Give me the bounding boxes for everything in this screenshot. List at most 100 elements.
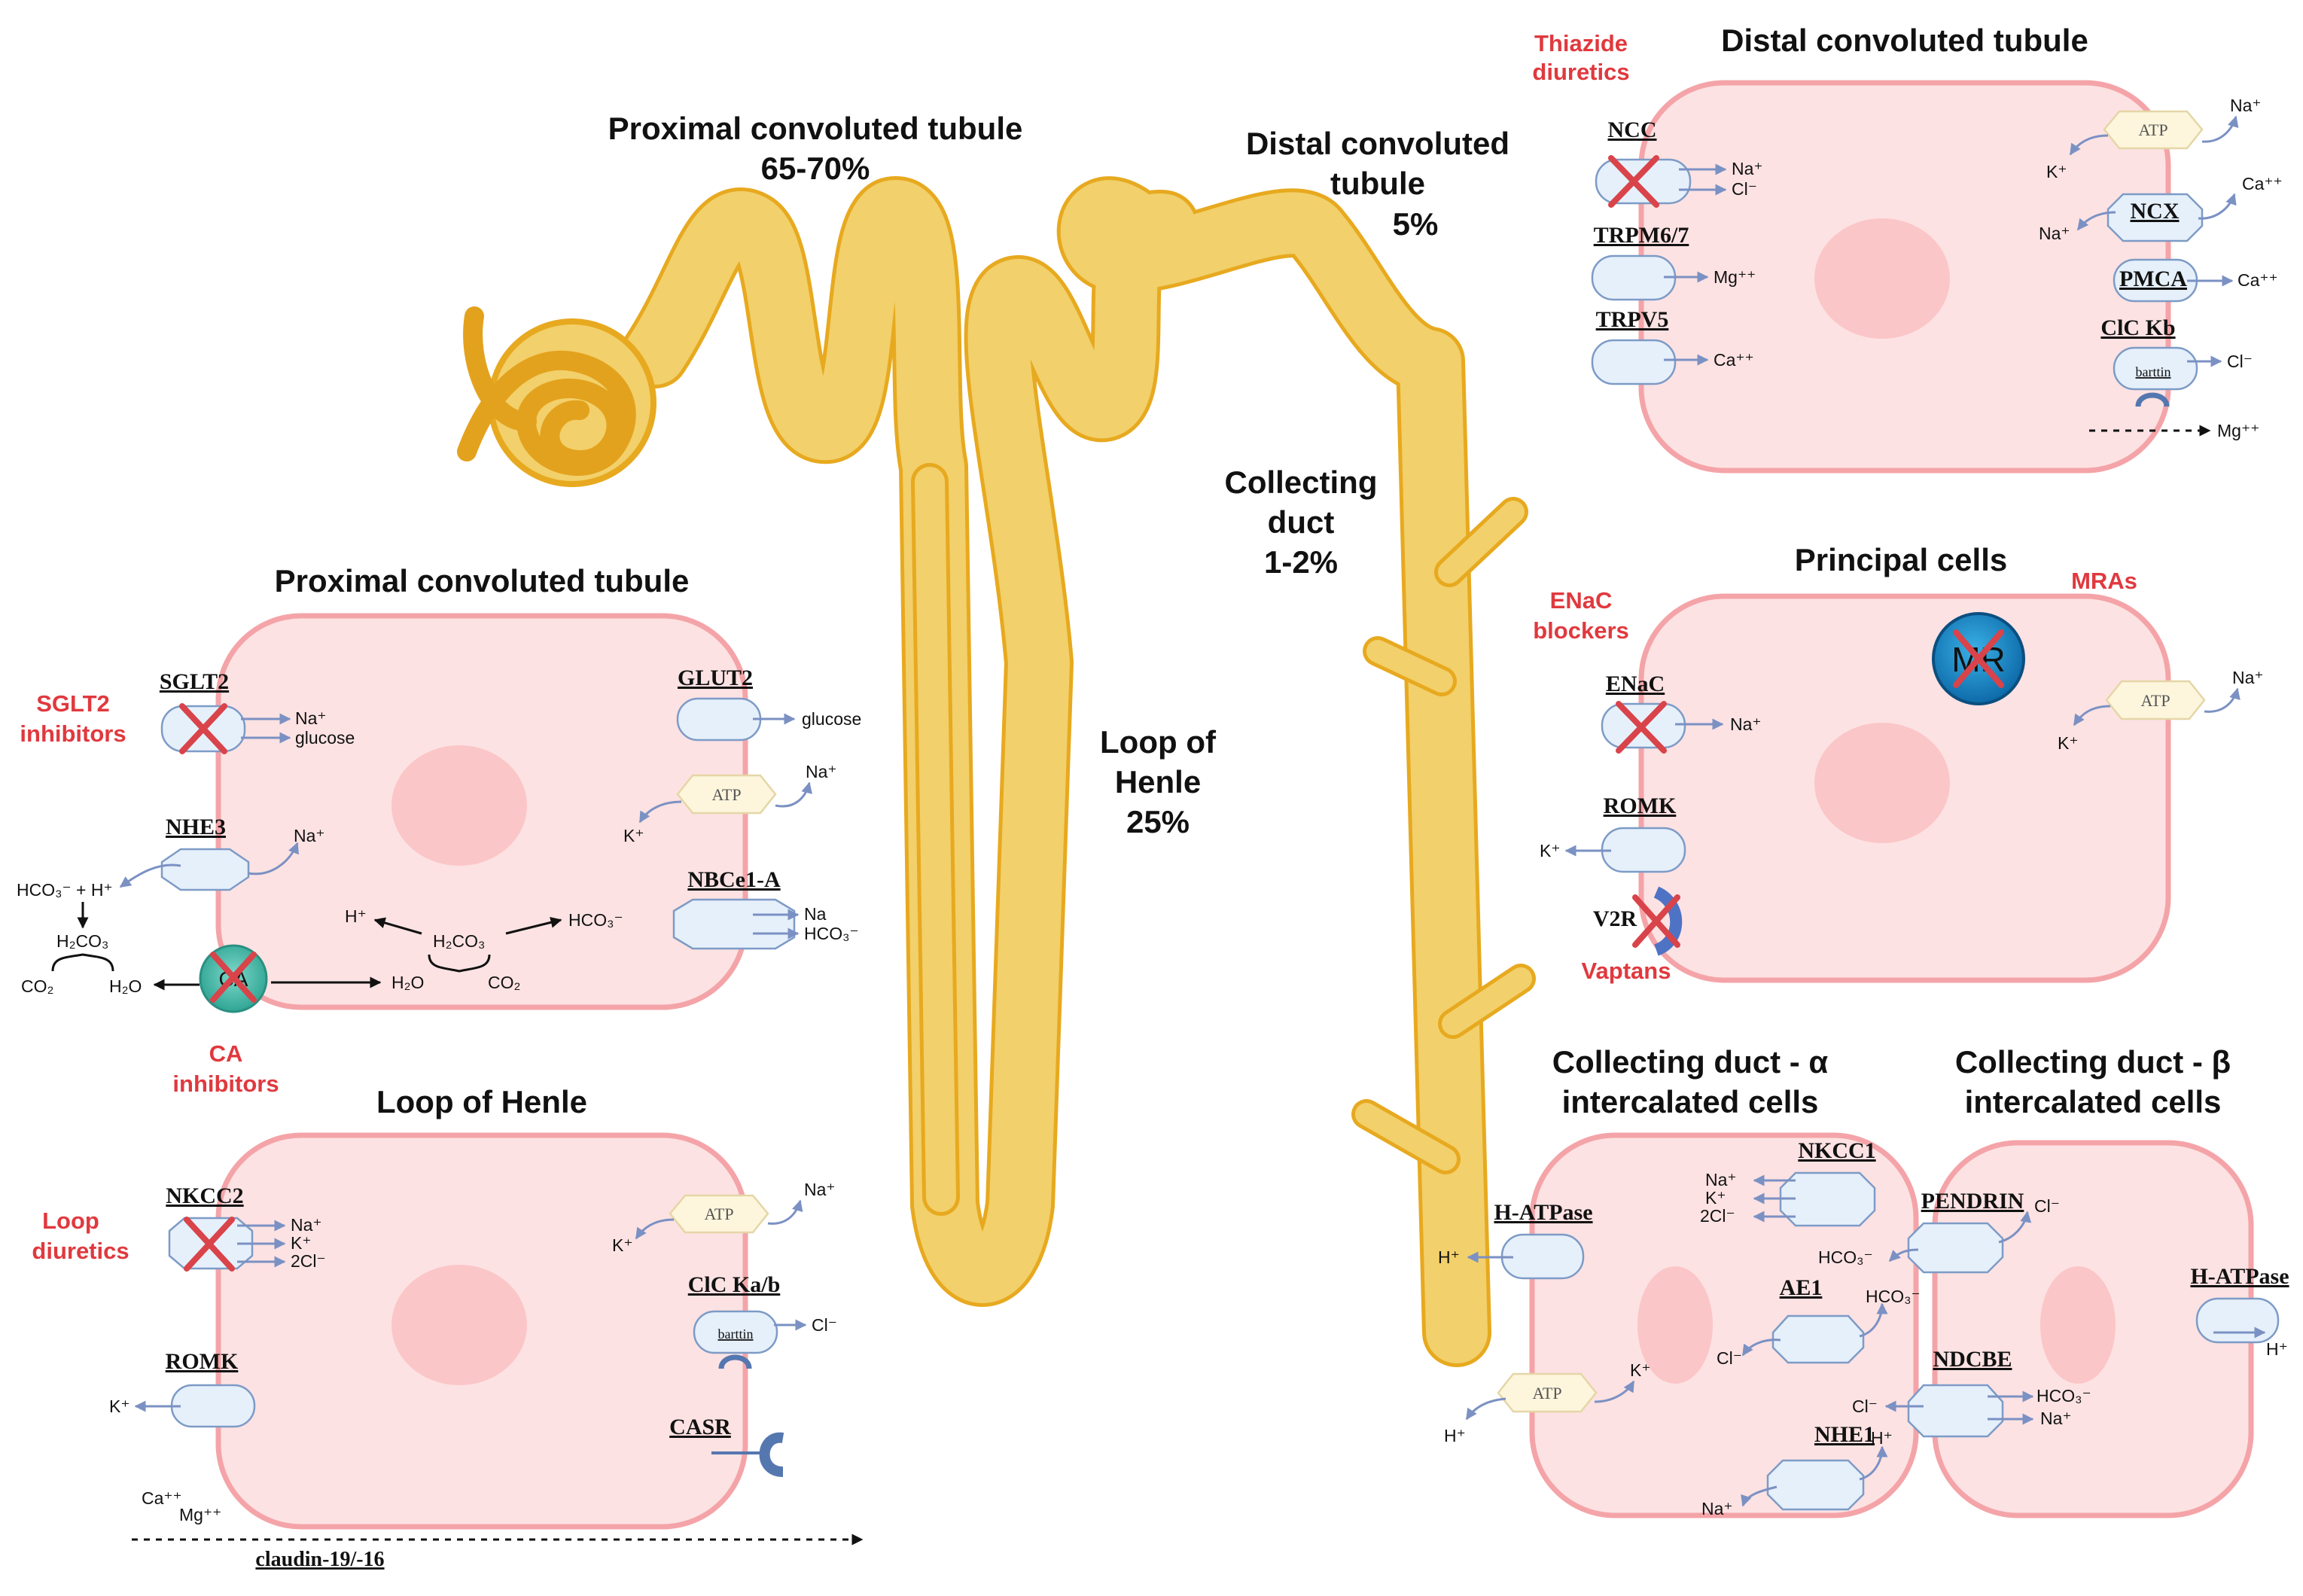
nbce1a-transporter — [672, 898, 796, 950]
dct-segment-title-line2: tubule — [1330, 166, 1425, 201]
pct-atp-na: Na⁺ — [806, 762, 837, 781]
cell-brace — [428, 954, 491, 973]
cell-h2o: H₂O — [391, 973, 424, 992]
loh-para-ca: Ca⁺⁺ — [142, 1488, 182, 1508]
dct-segment-percent: 5% — [1393, 206, 1439, 242]
alpha-h-k-atpase — [1497, 1372, 1598, 1413]
sglt2-inhibitors-label-line1: SGLT2 — [36, 690, 110, 717]
dct-segment-title-line1: Distal convoluted — [1246, 126, 1509, 161]
mr-block-x-icon — [1953, 629, 2004, 688]
loh-barttin-subunit — [718, 1354, 752, 1369]
trpm-mg: Mg⁺⁺ — [1714, 267, 1756, 287]
ncc-label: NCC — [1608, 117, 1657, 142]
ncc-transporter — [1595, 158, 1692, 205]
dct-cell-panel: Distal convoluted tubule Thiazide diuret… — [1532, 23, 2283, 474]
loh-romk-k: K⁺ — [109, 1396, 129, 1416]
principal-atp-na: Na⁺ — [2232, 668, 2264, 687]
cd-segment-title-line2: duct — [1268, 504, 1335, 540]
nbce1a-hco3: HCO₃⁻ — [804, 924, 859, 943]
pendrin-cl: Cl⁻ — [2034, 1196, 2060, 1216]
pmca-label: PMCA — [2119, 267, 2187, 291]
nkcc2-cl: 2Cl⁻ — [291, 1251, 326, 1271]
v2r-label: V2R — [1593, 906, 1637, 931]
pct-segment-title: Proximal convoluted tubule — [608, 111, 1023, 146]
cell-h: H⁺ — [345, 906, 367, 926]
trpv5-channel — [1591, 339, 1677, 385]
loop-diuretics-label-line2: diuretics — [32, 1238, 129, 1264]
sglt2-glucose: glucose — [295, 728, 355, 748]
alpha-hatpase-label: H-ATPase — [1494, 1200, 1592, 1225]
ncx-na: Na⁺ — [2039, 224, 2070, 243]
principal-atp-label: ATP — [2140, 691, 2170, 710]
ncc-na: Na⁺ — [1732, 159, 1763, 178]
ncc-block-x-icon — [1608, 155, 1659, 208]
principal-romk-label: ROMK — [1604, 793, 1677, 818]
enac-na: Na⁺ — [1730, 714, 1762, 734]
thiazide-label-line1: Thiazide — [1534, 30, 1628, 56]
glut2-glucose: glucose — [802, 709, 861, 729]
nkcc1-na: Na⁺ — [1705, 1170, 1737, 1189]
ndcbe-na: Na⁺ — [2040, 1409, 2072, 1428]
ca-inhibitors-label-line2: inhibitors — [172, 1071, 279, 1097]
cd-segment-title-line1: Collecting — [1224, 464, 1377, 500]
lumen-hco3-h: HCO₃⁻ + H⁺ — [17, 880, 113, 900]
sglt2-block-x-icon — [179, 703, 227, 754]
ae1-cl: Cl⁻ — [1717, 1348, 1742, 1368]
ncx-ca: Ca⁺⁺ — [2242, 174, 2283, 193]
pendrin-hco3: HCO₃⁻ — [1818, 1247, 1873, 1267]
beta-cell-panel: Collecting duct - β intercalated cells P… — [1818, 1044, 2289, 1518]
alpha-cell-title-line1: Collecting duct - α — [1552, 1044, 1829, 1080]
alpha-atp-h: H⁺ — [1444, 1426, 1466, 1445]
dct-atp-na: Na⁺ — [2230, 96, 2262, 115]
cd-segment-percent: 1-2% — [1264, 544, 1338, 580]
ca-block-x-icon — [210, 952, 257, 1003]
lumen-co2: CO₂ — [21, 976, 53, 996]
sglt2-na: Na⁺ — [295, 708, 327, 728]
loh-clc-cl: Cl⁻ — [812, 1315, 837, 1335]
enac-block-x-icon — [1616, 701, 1667, 754]
nkcc2-label: NKCC2 — [166, 1183, 243, 1208]
principal-nucleus — [1814, 723, 1950, 843]
glut2-transporter — [676, 697, 762, 742]
ncc-cl: Cl⁻ — [1732, 179, 1757, 199]
pct-atp-label: ATP — [711, 785, 741, 804]
ae1-label: AE1 — [1780, 1275, 1823, 1300]
beta-hatpase-label: H-ATPase — [2190, 1264, 2289, 1289]
nkcc2-na: Na⁺ — [291, 1215, 322, 1235]
dct-clc-cl: Cl⁻ — [2227, 352, 2253, 371]
casr-label: CASR — [669, 1415, 731, 1439]
dct-clc-label: ClC Kb — [2100, 315, 2175, 340]
cell-co2: CO₂ — [488, 973, 520, 992]
loh-clc-label: ClC Ka/b — [688, 1272, 781, 1297]
alpha-cell-body — [1529, 1132, 1919, 1518]
nephron: Proximal convoluted tubule 65-70% Distal… — [457, 111, 1536, 1367]
nhe1-h: H⁺ — [1871, 1428, 1893, 1448]
nhe1-label: NHE1 — [1814, 1422, 1875, 1447]
enac-blockers-label-line2: blockers — [1533, 617, 1629, 644]
trpm-label: TRPM6/7 — [1594, 223, 1689, 248]
loh-romk-channel — [170, 1384, 256, 1428]
loh-na-k-atpase — [669, 1194, 769, 1234]
cell-h2co3: H₂CO₃ — [433, 931, 485, 951]
dct-barttin-subunit — [2135, 392, 2170, 407]
pct-segment-percent: 65-70% — [761, 151, 870, 186]
alpha-hatpase-pump — [1500, 1233, 1585, 1280]
pct-nucleus — [391, 745, 527, 866]
sglt2-label: SGLT2 — [160, 669, 229, 694]
dct-na-k-atpase — [2103, 110, 2204, 150]
ae1-transporter — [1771, 1314, 1865, 1364]
loh-para-mg: Mg⁺⁺ — [179, 1505, 221, 1524]
beta-cell-title-line1: Collecting duct - β — [1955, 1044, 2231, 1080]
pendrin-transporter — [1907, 1222, 2004, 1274]
claudin-label: claudin-19/-16 — [255, 1548, 384, 1571]
nkcc1-label: NKCC1 — [1798, 1138, 1875, 1163]
principal-atp-k: K⁺ — [2058, 733, 2078, 753]
alpha-cell-panel: Collecting duct - α intercalated cells H… — [1438, 1044, 1921, 1518]
loh-atp-na: Na⁺ — [804, 1180, 836, 1199]
tubule — [620, 176, 1536, 1367]
trpm-channel — [1591, 254, 1677, 301]
dct-barttin-label: barttin — [2136, 364, 2171, 379]
glomerulus — [457, 306, 656, 487]
principal-romk-channel — [1601, 827, 1686, 873]
